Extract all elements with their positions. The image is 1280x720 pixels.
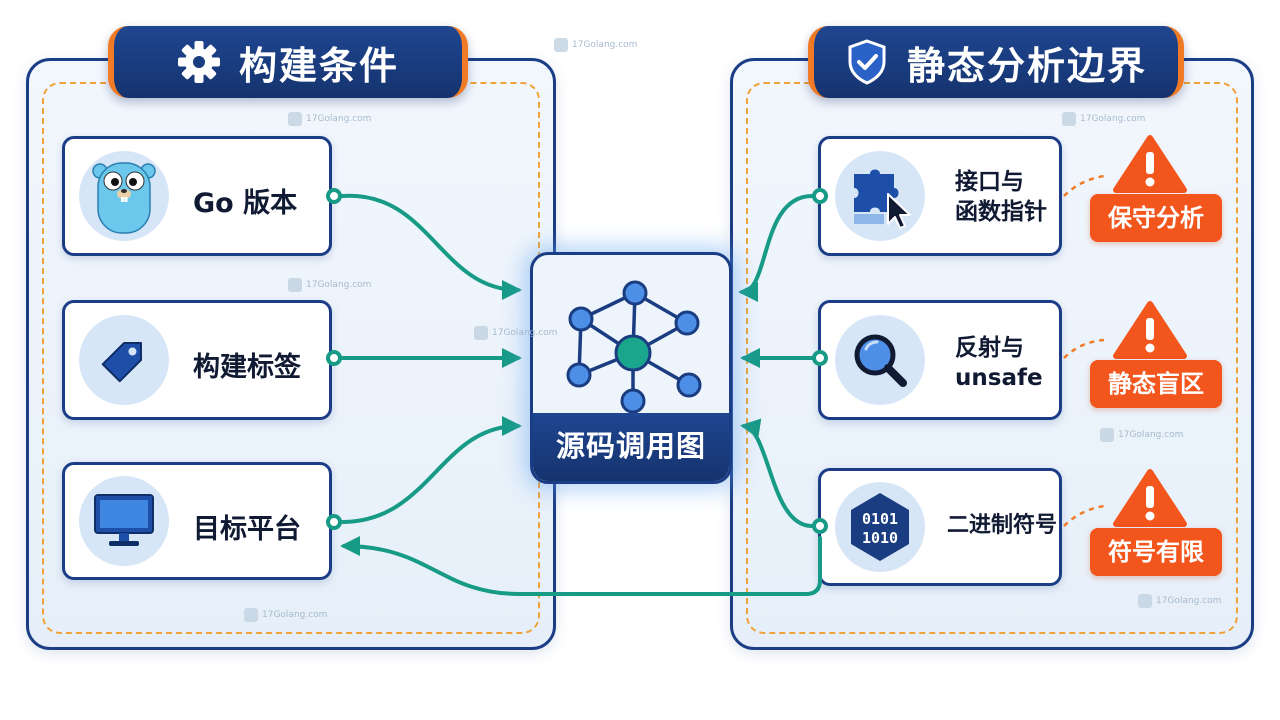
- binary-top-text: 0101: [862, 510, 898, 528]
- card-go-version: Go 版本: [62, 136, 332, 256]
- connector-dot-go-version: [326, 188, 342, 204]
- shield-check-icon: [845, 38, 889, 86]
- watermark: 17Golang.com: [1100, 428, 1183, 442]
- card-interface-func-pointer: 接口与 函数指针: [818, 136, 1062, 256]
- watermark: 17Golang.com: [288, 278, 371, 292]
- magnifier-icon: [835, 315, 925, 405]
- badge-static-blind-spot: 静态盲区: [1090, 360, 1222, 408]
- gear-icon: [177, 40, 221, 84]
- watermark: 17Golang.com: [474, 326, 557, 340]
- card-target-platform: 目标平台: [62, 462, 332, 580]
- static-analysis-title-tab: 静态分析边界: [808, 26, 1184, 98]
- card-binary-symbols-label: 二进制符号: [947, 513, 1058, 538]
- static-analysis-title: 静态分析边界: [906, 43, 1147, 88]
- puzzle-cursor-icon: [835, 151, 925, 241]
- card-reflect-unsafe: 反射与 unsafe: [818, 300, 1062, 420]
- build-conditions-title-tab: 构建条件: [108, 26, 468, 98]
- badge-conservative-analysis: 保守分析: [1090, 194, 1222, 242]
- gopher-icon: [79, 151, 169, 241]
- tag-icon: [79, 315, 169, 405]
- watermark: 17Golang.com: [288, 112, 371, 126]
- build-conditions-title: 构建条件: [238, 43, 399, 88]
- connector-dot-interface: [812, 188, 828, 204]
- card-interface-func-pointer-label: 接口与 函数指针: [955, 169, 1047, 225]
- watermark: 17Golang.com: [1138, 594, 1221, 608]
- card-target-platform-label: 目标平台: [193, 514, 301, 545]
- warning-icon-3: [1113, 469, 1187, 527]
- card-build-tags: 构建标签: [62, 300, 332, 420]
- source-call-graph-label: 源码调用图: [533, 413, 729, 481]
- connector-dot-binary: [812, 518, 828, 534]
- watermark: 17Golang.com: [244, 608, 327, 622]
- card-build-tags-label: 构建标签: [193, 352, 301, 383]
- warning-icon-1: [1113, 135, 1187, 193]
- warning-icon-2: [1113, 301, 1187, 359]
- card-reflect-unsafe-label: 反射与 unsafe: [955, 335, 1043, 391]
- connector-dot-reflect: [812, 350, 828, 366]
- watermark: 17Golang.com: [554, 38, 637, 52]
- badge-limited-symbols: 符号有限: [1090, 528, 1222, 576]
- graph-network-icon: [566, 280, 702, 414]
- card-go-version-label: Go 版本: [193, 188, 298, 219]
- card-binary-symbols: 0101 1010 二进制符号: [818, 468, 1062, 586]
- connector-dot-build-tags: [326, 350, 342, 366]
- watermark: 17Golang.com: [1062, 112, 1145, 126]
- monitor-icon: [79, 476, 169, 566]
- binary-bottom-text: 1010: [862, 529, 898, 547]
- binary-hexagon-icon: 0101 1010: [835, 482, 925, 572]
- connector-dot-target-platform: [326, 514, 342, 530]
- source-call-graph-node: 源码调用图: [530, 252, 732, 484]
